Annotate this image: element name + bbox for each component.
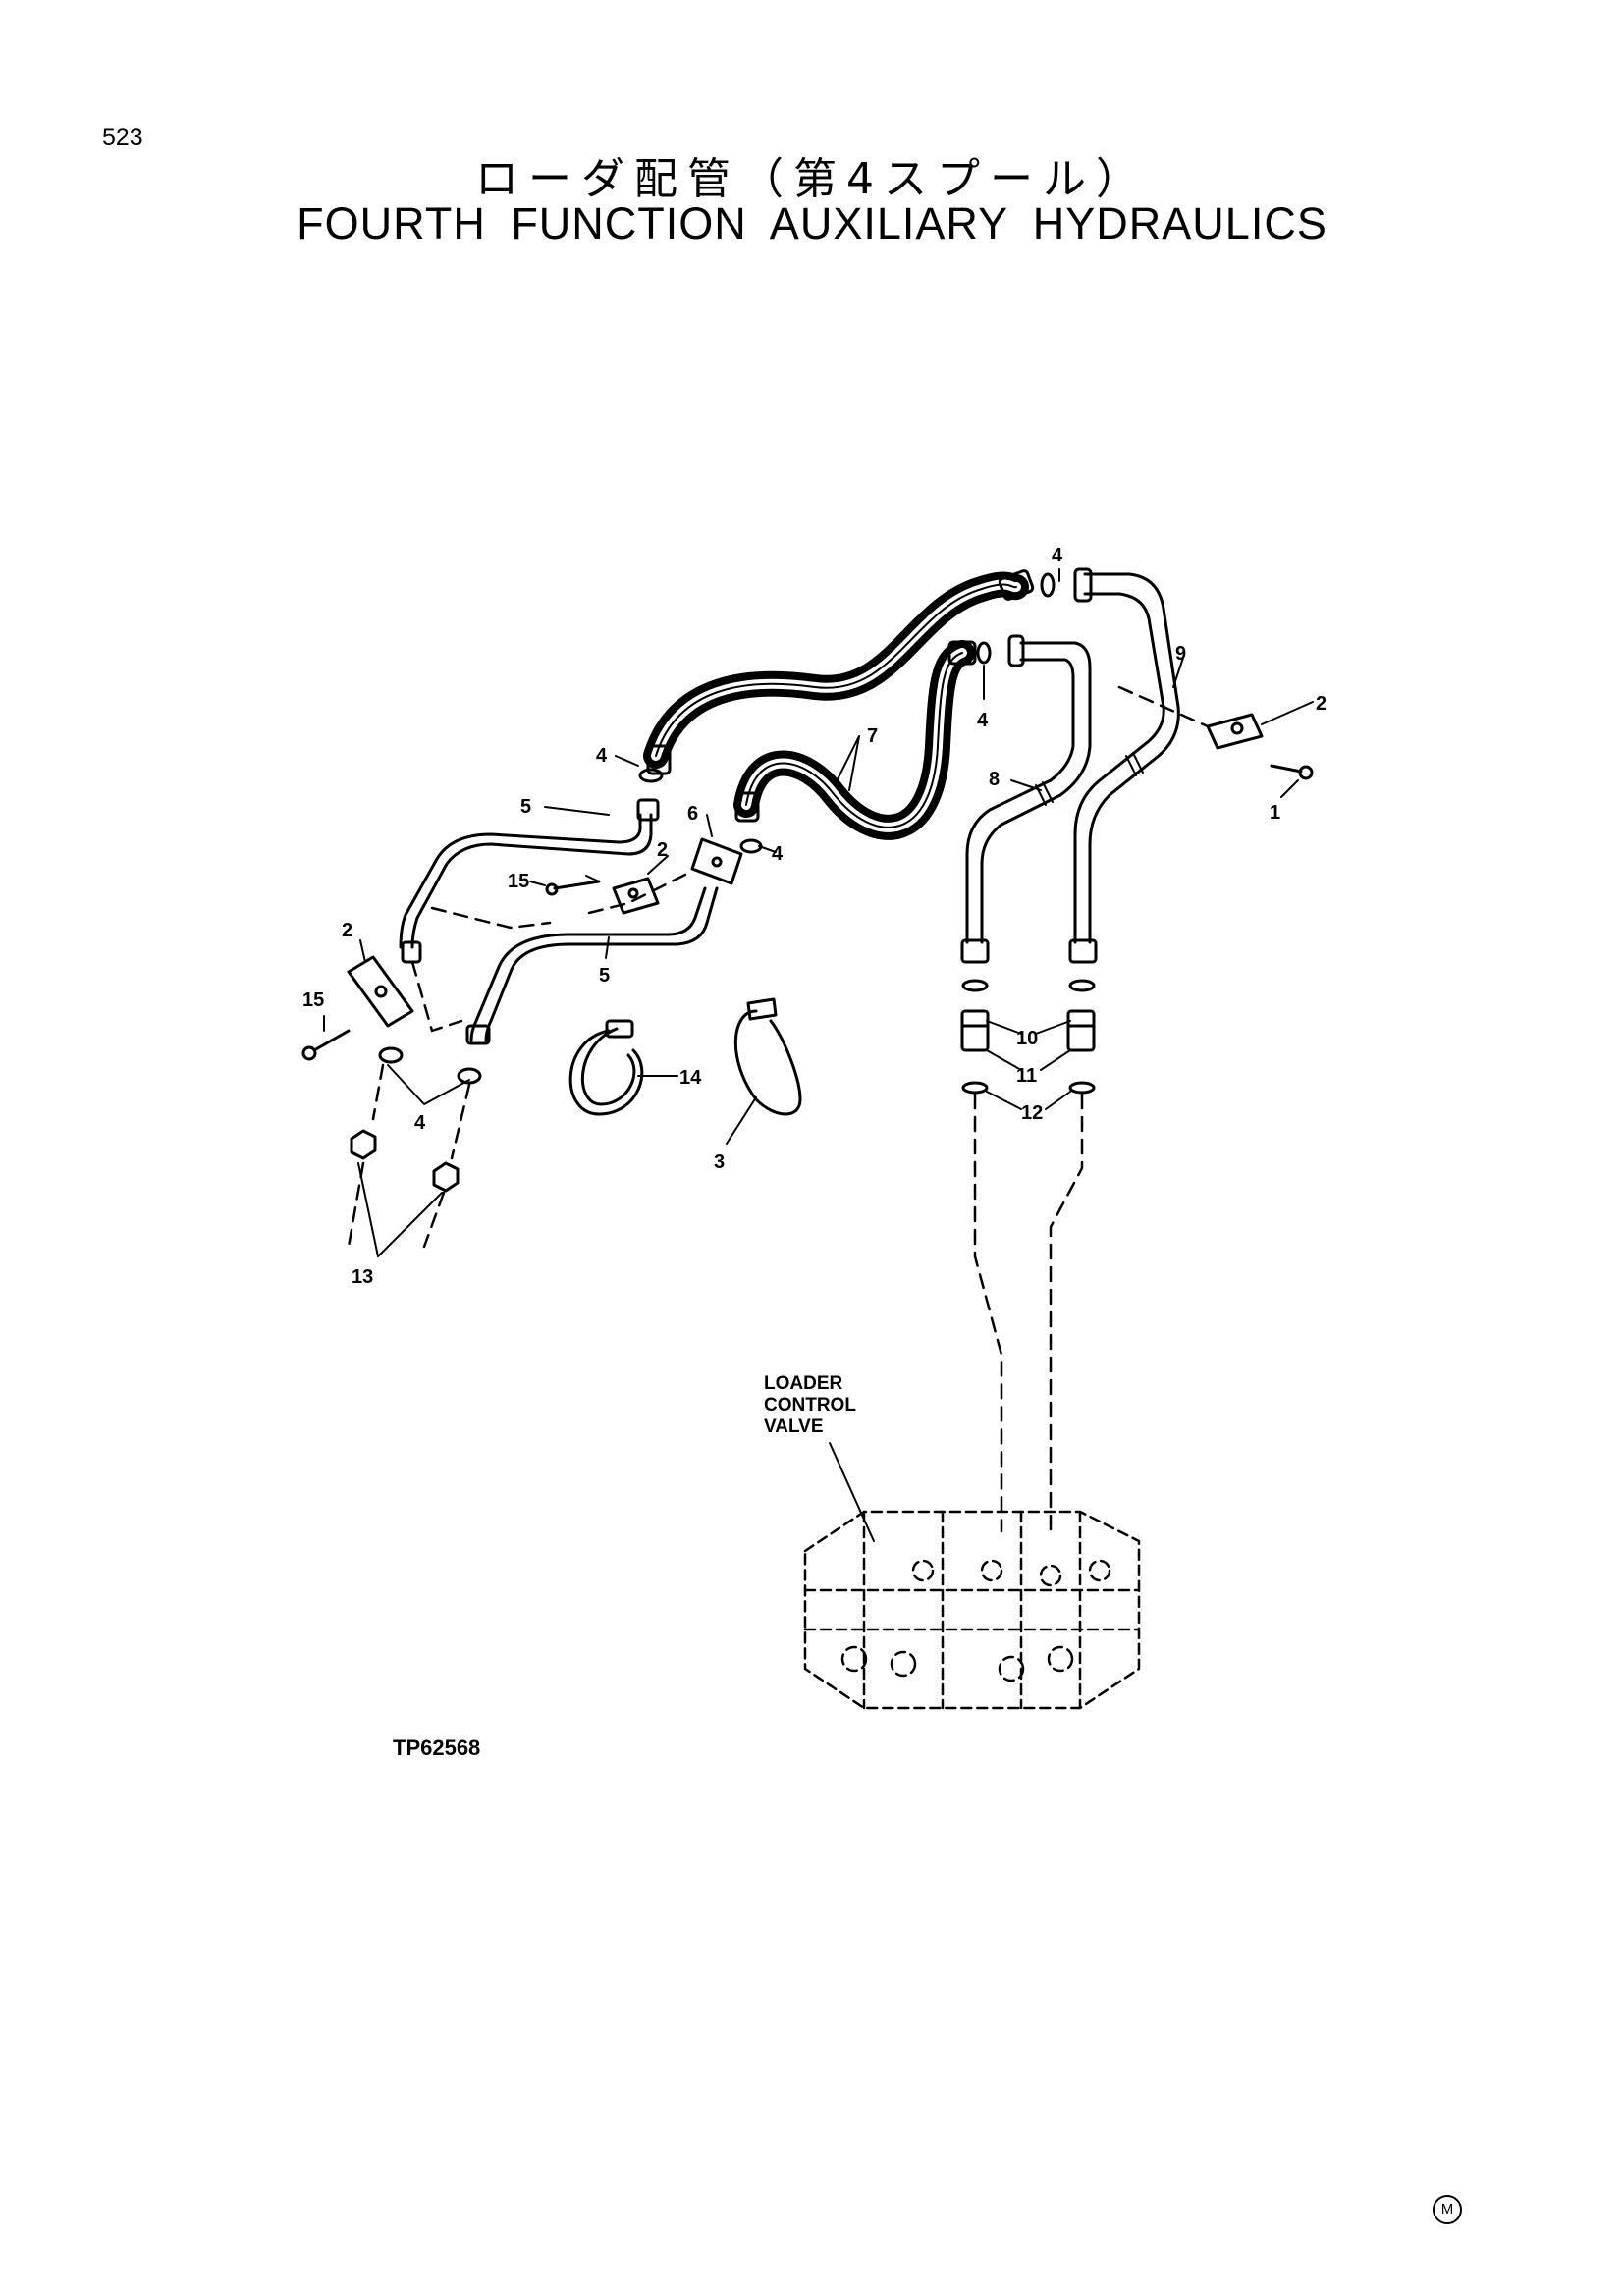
valve-label-line-2: CONTROL [764,1395,856,1415]
callout-8: 8 [989,769,1000,790]
tube-line-5-lower [465,886,719,1045]
figure-id: TP62568 [393,1735,481,1760]
callout-7: 7 [867,725,878,747]
callout-14: 14 [679,1067,702,1089]
callout-6: 6 [687,803,698,825]
bracket-left [347,955,414,1028]
registered-mark: M [1433,2195,1462,2224]
callout-15-mid: 15 [508,871,529,892]
callout-3: 3 [714,1151,725,1173]
tube-line-9 [1068,567,1180,964]
tee-fitting-6 [690,837,743,885]
valve-label-line-3: VALVE [764,1416,824,1437]
bracket-middle [612,877,660,915]
callout-4-mid: 4 [977,710,989,731]
adapters [960,979,1096,1095]
valve-label-line-1: LOADER [764,1373,843,1394]
callout-2-right: 2 [1316,693,1326,715]
loader-control-valve [803,1510,1141,1710]
page-title-japanese: ローダ配管（第4スプール） [475,154,1149,204]
page-number: 523 [102,124,143,151]
callout-9: 9 [1175,643,1186,665]
callout-5-lower: 5 [599,965,610,987]
o-rings [378,572,1056,1085]
page-title-english: FOURTH FUNCTION AUXILIARY HYDRAULICS [297,198,1327,248]
hose-lower [733,640,975,840]
callout-15-left: 15 [302,989,324,1011]
callout-2-mid: 2 [657,839,668,861]
break-marks [1035,752,1144,806]
caps [350,1129,460,1193]
tube-line-8 [960,634,1092,964]
callout-4-top: 4 [1052,545,1063,566]
callout-5-upper: 5 [520,796,531,818]
bolts [301,764,1314,1061]
callout-13: 13 [352,1266,373,1288]
callout-4-lower: 4 [414,1112,426,1134]
bracket-right [1206,713,1264,750]
leader-lines [323,568,1314,1542]
hose-fittings [646,569,1035,823]
callout-2-left: 2 [342,920,352,941]
hose-upper [643,571,1029,769]
callout-11: 11 [1016,1065,1037,1087]
callout-12: 12 [1021,1102,1043,1124]
callout-4-tee: 4 [772,843,784,865]
callout-1: 1 [1270,802,1280,824]
callout-4-hose: 4 [596,745,608,767]
callout-10: 10 [1016,1028,1038,1049]
band-clamps [568,997,802,1116]
